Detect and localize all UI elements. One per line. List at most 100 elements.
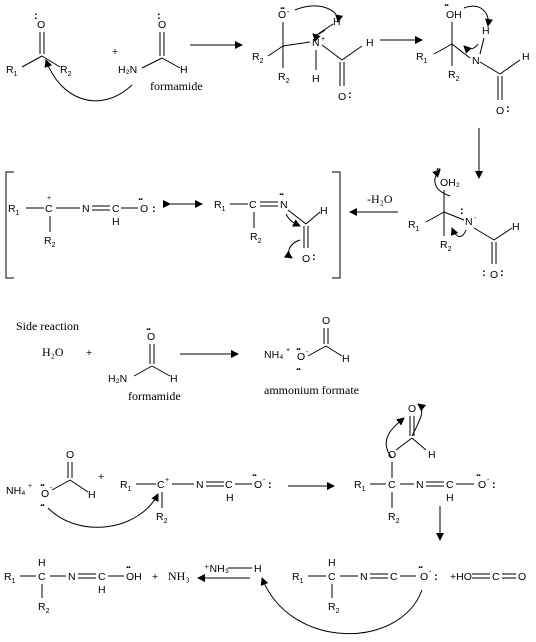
atom-N: N: [416, 479, 424, 491]
atom-N: N: [465, 216, 473, 228]
atom-C: C: [249, 199, 257, 211]
atom-H: H: [254, 563, 262, 575]
atom-O: O: [41, 488, 49, 500]
atom-C: C: [98, 571, 106, 583]
atom-O: O: [478, 479, 486, 491]
dots: :: [492, 479, 495, 491]
imidate-adduct: O H O R1 C R2 N C H .. O - :: [354, 403, 496, 525]
formamide-side: .. O H₂N H formamide: [108, 321, 181, 403]
dots: ..: [146, 321, 151, 333]
atom-O: O: [66, 449, 74, 461]
atom-O: O: [37, 19, 45, 31]
dots: :: [152, 203, 155, 215]
atom-R2: R2: [278, 71, 290, 85]
plus-sign: +: [152, 571, 158, 583]
curved-arrow: [47, 493, 159, 528]
resonance-structure-a: R1 + C R2 N C H .. O :: [8, 191, 156, 249]
subscript: 2: [396, 518, 400, 525]
atom-N: N: [82, 203, 90, 215]
subscript: 2: [260, 58, 264, 65]
atom-R2: R2: [328, 601, 340, 615]
hemiaminal-intermediate: .. OH R1 R2 N H H O :: [416, 0, 530, 117]
dots: ..: [126, 559, 131, 571]
atom-C: C: [388, 479, 396, 491]
subscript: 2: [456, 76, 460, 83]
atom-O: O: [420, 571, 428, 583]
formamide-label: formamide: [128, 389, 181, 403]
atom-O: O: [338, 91, 346, 103]
atom-H: H: [180, 64, 188, 76]
subscript: 1: [128, 486, 132, 493]
dots: ..: [252, 467, 257, 479]
atom-OH: OH: [446, 9, 462, 21]
atom-R2: R2: [440, 239, 452, 253]
atom-charge: -: [50, 485, 53, 492]
atom-H: H: [312, 73, 320, 85]
ammonium-formate-reactant: NH₄ + .. O .. - O H: [6, 449, 96, 509]
subscript: 1: [362, 486, 366, 493]
atom-H2N: H₂N: [118, 64, 137, 76]
atom-O: O: [158, 19, 166, 31]
atom-H: H: [482, 25, 490, 37]
zwitterion-intermediate: .. O - R2 R2 N + H H H O :: [252, 0, 374, 103]
dots: :: [506, 103, 509, 115]
atom-C: C: [112, 203, 120, 215]
atom-charge: +: [321, 36, 325, 43]
ketone-reactant: : O R1 R2: [6, 10, 72, 78]
dots: ..: [436, 161, 441, 173]
atom-charge: -: [287, 9, 290, 16]
atom-NH3plus: ⁺NH₃: [204, 563, 229, 575]
dots: :: [482, 267, 485, 279]
atom-N: N: [68, 571, 76, 583]
atom-R2: R2: [252, 51, 264, 65]
atom-O: O: [278, 9, 286, 21]
dots: ..: [418, 559, 423, 571]
atom-H: H: [170, 373, 178, 385]
dots: :: [434, 571, 437, 583]
plus-sign: +: [112, 46, 118, 58]
dots: ..: [296, 361, 301, 373]
atom-H: H: [320, 205, 328, 217]
atom-R1: R1: [354, 479, 366, 493]
atom-charge: -: [263, 477, 266, 484]
dots: :: [500, 267, 503, 279]
dots: :: [157, 10, 160, 22]
atom-charge: +: [165, 477, 169, 484]
ammonium-formate-label: ammonium formate: [264, 383, 359, 397]
atom-H: H: [38, 557, 46, 569]
dots: ..: [40, 477, 45, 489]
atom-N: N: [196, 479, 204, 491]
atom-charge: -: [474, 215, 477, 222]
curved-arrow: [260, 577, 423, 634]
dots: :: [34, 10, 37, 22]
atom-O: O: [147, 331, 155, 343]
dots: :: [268, 479, 271, 491]
atom-R2: R2: [44, 235, 56, 249]
atom-R1: R1: [416, 51, 428, 65]
plus-sign: +: [98, 471, 104, 483]
dots: :: [348, 89, 351, 101]
atom-N: N: [472, 55, 480, 67]
atom-R2: R2: [60, 64, 72, 78]
dots: ..: [279, 186, 284, 198]
atom-N: N: [312, 37, 320, 49]
dots: ..: [138, 191, 143, 203]
resonance-structure-b: R1 C R2 .. N H O :: [214, 186, 328, 265]
atom-H: H: [428, 449, 436, 461]
atom-charge: +: [286, 347, 290, 354]
subscript: 2: [258, 238, 262, 245]
subscript: 1: [300, 578, 304, 585]
atom-H: H: [522, 51, 530, 63]
subscript: 2: [164, 518, 168, 525]
atom-charge: -: [306, 349, 309, 356]
atom-C: C: [38, 571, 46, 583]
formamide-label: formamide: [150, 79, 203, 93]
atom-O: O: [254, 479, 262, 491]
atom-charge: -: [487, 477, 490, 484]
atom-OH: OH: [126, 571, 142, 583]
formamide-reactant: : O H₂N H formamide: [118, 10, 203, 93]
left-bracket: [5, 171, 14, 279]
atom-O: O: [496, 105, 504, 117]
subscript: 1: [424, 58, 428, 65]
protonated-intermediate: .. + OH₂ R1 R2 : N - H O : :: [408, 161, 520, 281]
